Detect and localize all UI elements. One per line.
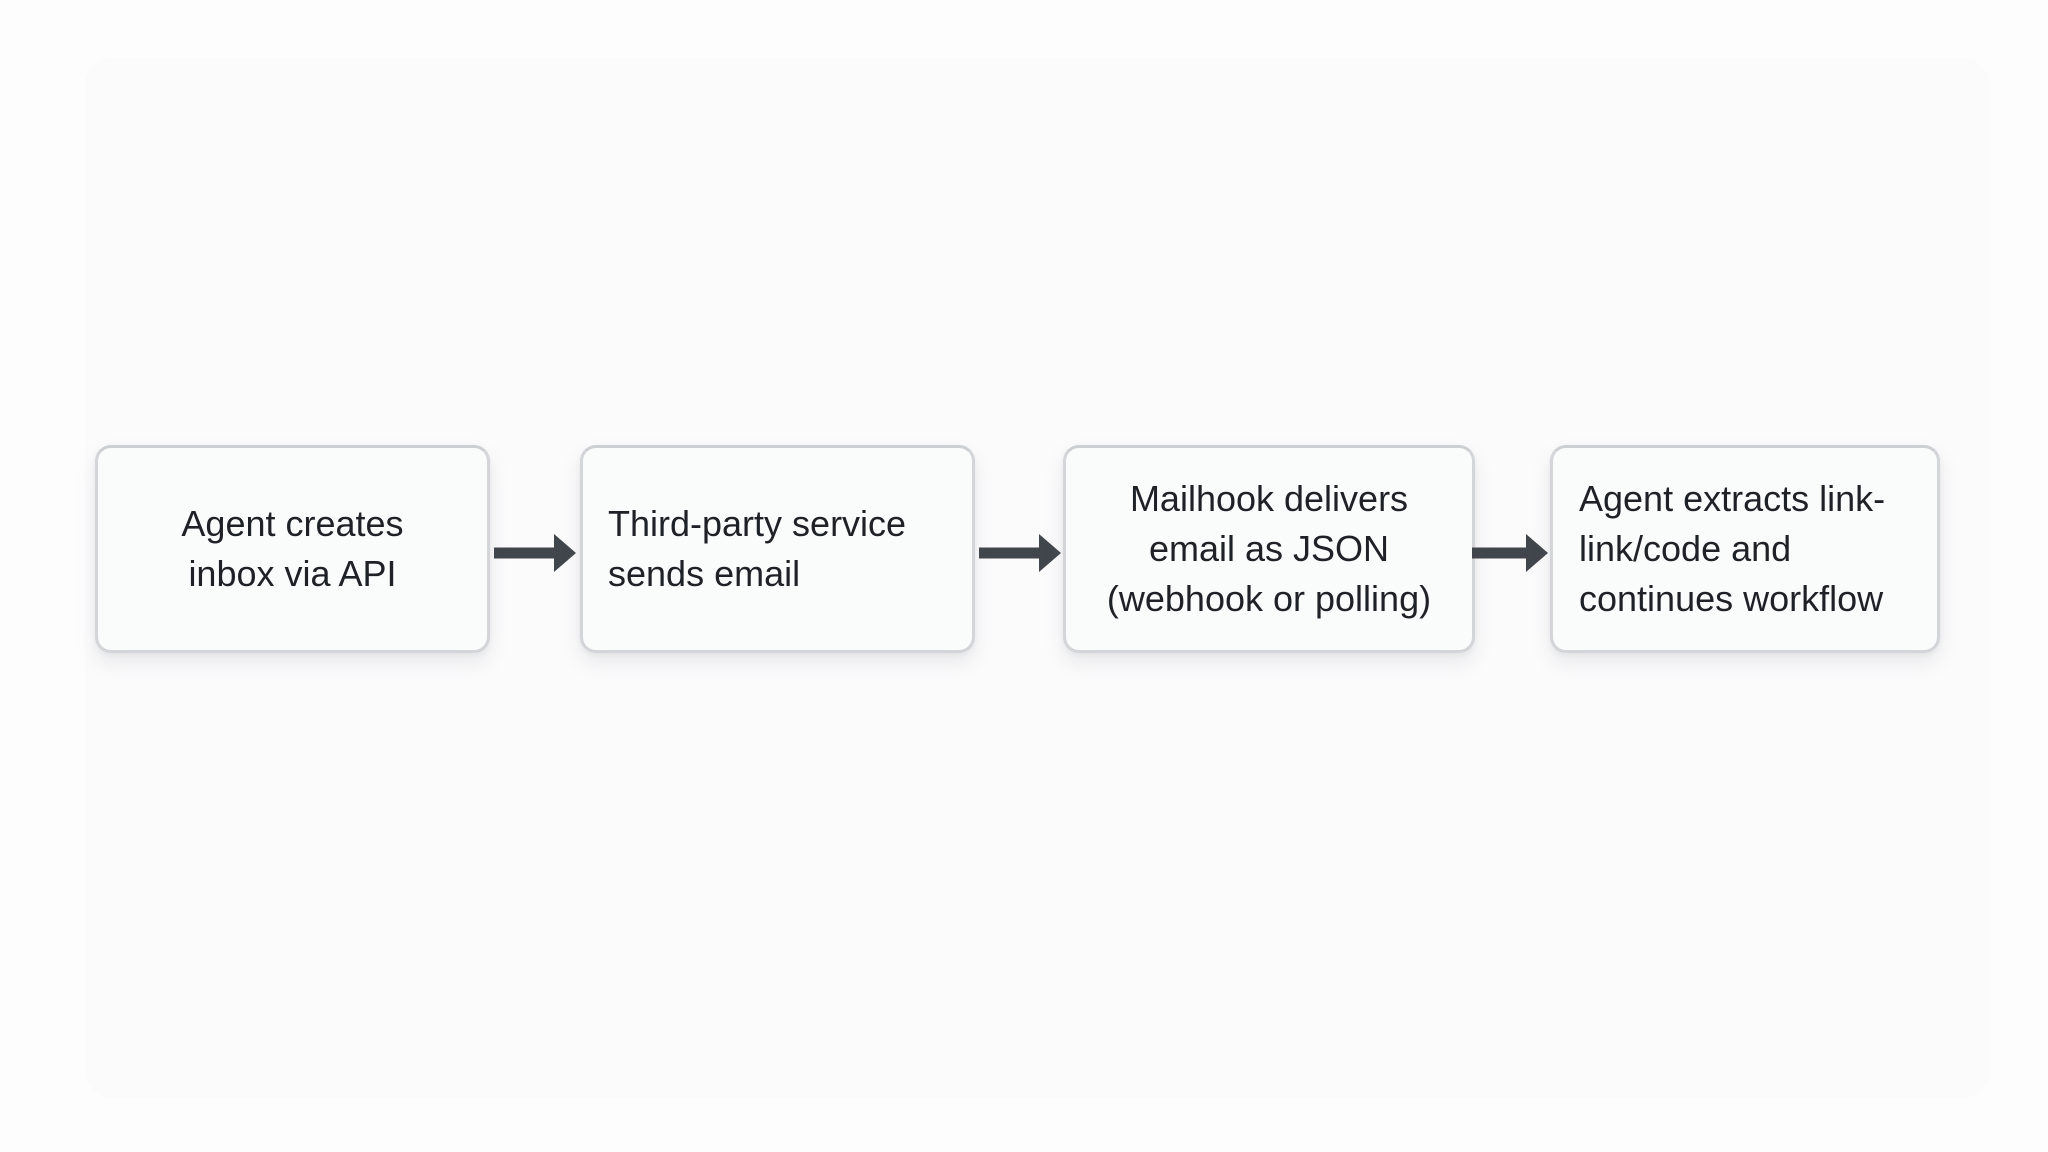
step-text-line: inbox via API bbox=[188, 553, 397, 594]
step-text-line: Third-party service bbox=[608, 503, 907, 544]
step-text-line: Agent creates bbox=[181, 503, 404, 544]
arrow-right-icon bbox=[494, 534, 576, 572]
flow-step-service-sends-email: Third-party service sends email bbox=[580, 445, 975, 653]
arrow-right-icon bbox=[1472, 534, 1548, 572]
step-text-line: sends email bbox=[608, 553, 801, 594]
step-text-line: continues workflow bbox=[1579, 578, 1884, 619]
step-text-line: Agent extracts link- bbox=[1579, 478, 1886, 519]
arrow-right-icon bbox=[979, 534, 1061, 572]
flow-step-agent-extracts: Agent extracts link- link/code and conti… bbox=[1550, 445, 1940, 653]
step-text-line: Mailhook delivers bbox=[1129, 478, 1409, 519]
flow-step-create-inbox: Agent creates inbox via API bbox=[95, 445, 490, 653]
step-text-line: link/code and bbox=[1579, 528, 1792, 569]
step-text-line: email as JSON bbox=[1148, 528, 1390, 569]
flow-step-mailhook-delivers: Mailhook delivers email as JSON (webhook… bbox=[1063, 445, 1475, 653]
step-text-line: (webhook or polling) bbox=[1106, 578, 1432, 619]
